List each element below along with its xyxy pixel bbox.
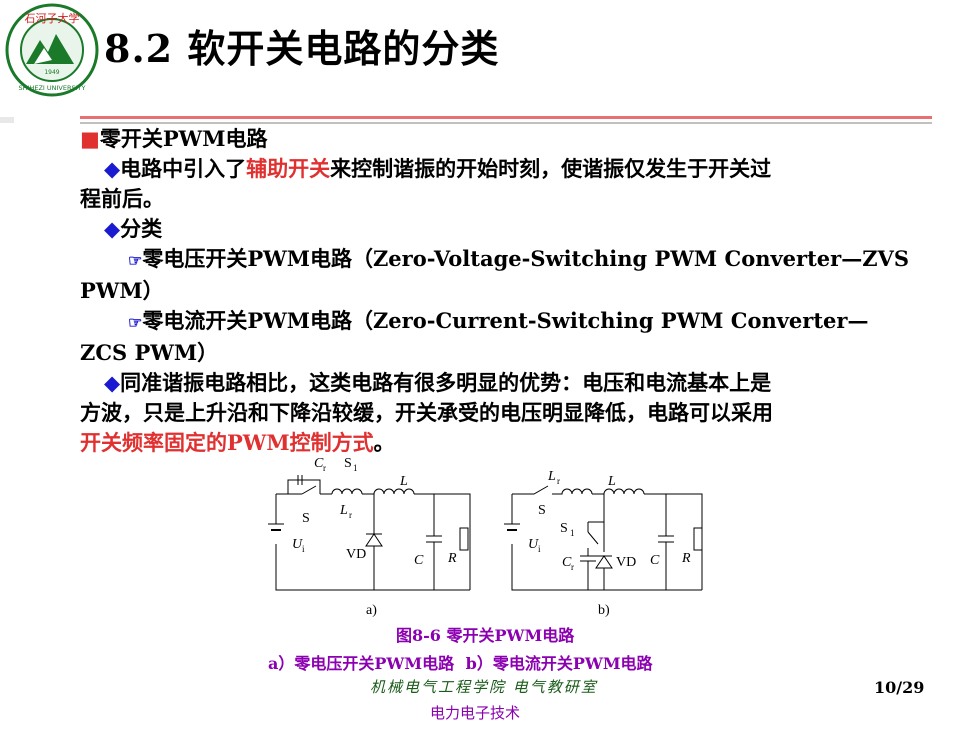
figure-a-label: a) xyxy=(366,603,377,618)
footer-department: 机械电气工程学院 电气教研室 xyxy=(370,678,598,696)
highlight-text: 辅助开关 xyxy=(246,156,331,181)
heading-line: ■零开关PWM电路 xyxy=(80,124,926,154)
square-bullet-icon: ■ xyxy=(80,126,100,151)
label-cr-sub: r xyxy=(323,463,326,473)
label-vd: VD xyxy=(616,555,636,570)
logo-ring-text: SHIHEZI UNIVERSITY xyxy=(19,84,86,92)
label-s1-sub: 1 xyxy=(353,463,358,473)
logo-top-text: 石河子大学 xyxy=(25,11,80,25)
text-run: 零电流开关PWM电路（Zero-Current-Switching PWM Co… xyxy=(142,308,869,333)
sub-bullet-line: ☞零电流开关PWM电路（Zero-Current-Switching PWM C… xyxy=(80,306,926,338)
label-lr: L xyxy=(339,503,348,518)
university-logo: 石河子大学 1949 SHIHEZI UNIVERSITY xyxy=(5,3,99,97)
figure-b-label: b) xyxy=(598,603,610,618)
label-cr: C xyxy=(562,555,572,570)
body-text: ■零开关PWM电路 ◆电路中引入了辅助开关来控制谐振的开始时刻，使谐振仅发生于开… xyxy=(80,124,926,458)
label-c: C xyxy=(650,553,660,568)
continuation-line: 开关频率固定的PWM控制方式。 xyxy=(80,428,926,458)
title-divider xyxy=(80,116,932,119)
label-ui: U xyxy=(292,537,303,552)
highlight-text: 开关频率固定的PWM控制方式 xyxy=(80,430,374,455)
label-lr-sub: r xyxy=(557,476,560,486)
footer-course: 电力电子技术 xyxy=(430,704,521,722)
label-s1-sub: 1 xyxy=(570,528,575,538)
label-s: S xyxy=(538,503,546,518)
section-heading: 零开关PWM电路 xyxy=(99,126,268,151)
continuation-line: 程前后。 xyxy=(80,186,164,211)
text-run: 来控制谐振的开始时刻，使谐振仅发生于开关过 xyxy=(330,156,772,181)
continuation-line: 方波，只是上升沿和下降沿较缓，开关承受的电压明显降低，电路可以采用 xyxy=(80,400,773,425)
bullet-line: ◆同准谐振电路相比，这类电路有很多明显的优势：电压和电流基本上是 xyxy=(80,368,926,398)
label-r: R xyxy=(447,551,457,566)
diamond-bullet-icon: ◆ xyxy=(104,156,121,181)
label-s: S xyxy=(302,511,310,526)
bullet-line: ◆电路中引入了辅助开关来控制谐振的开始时刻，使谐振仅发生于开关过 xyxy=(80,154,926,184)
label-r: R xyxy=(681,551,691,566)
label-l: L xyxy=(399,474,408,489)
text-run: 电路中引入了 xyxy=(120,156,247,181)
label-vd: VD xyxy=(346,547,366,562)
label-lr: L xyxy=(547,469,556,484)
label-ui: U xyxy=(528,537,539,552)
logo-year: 1949 xyxy=(44,69,59,76)
text-run: 同准谐振电路相比，这类电路有很多明显的优势：电压和电流基本上是 xyxy=(120,370,772,395)
label-lr-sub: r xyxy=(349,510,352,520)
circuit-figure: C r S 1 L L r S U i VD C R a) L r L S S … xyxy=(268,456,703,618)
text-run: 。 xyxy=(373,430,395,455)
pointing-hand-icon: ☞ xyxy=(128,313,143,332)
label-l: L xyxy=(607,474,616,489)
label-c: C xyxy=(414,553,424,568)
edge-marker xyxy=(0,117,14,123)
diamond-bullet-icon: ◆ xyxy=(104,216,121,241)
label-cr: C xyxy=(314,456,324,471)
label-s1: S xyxy=(560,521,568,536)
page-number: 10/29 xyxy=(874,678,925,697)
continuation-line: ZCS PWM） xyxy=(80,340,219,365)
bullet-line: ◆分类 xyxy=(80,214,926,244)
pointing-hand-icon: ☞ xyxy=(128,251,143,270)
text-run: 零电压开关PWM电路（Zero-Voltage-Switching PWM Co… xyxy=(142,246,910,271)
label-ui-sub: i xyxy=(302,544,305,554)
figure-subcaption: a）零电压开关PWM电路 b）零电流开关PWM电路 xyxy=(268,654,653,673)
continuation-line: PWM） xyxy=(80,278,164,303)
page-title: 8.2 软开关电路的分类 xyxy=(104,26,500,71)
text-run: 分类 xyxy=(120,216,163,241)
label-ui-sub: i xyxy=(538,544,541,554)
figure-caption: 图8-6 零开关PWM电路 xyxy=(396,626,575,645)
diamond-bullet-icon: ◆ xyxy=(104,370,121,395)
sub-bullet-line: ☞零电压开关PWM电路（Zero-Voltage-Switching PWM C… xyxy=(80,244,926,276)
label-s1: S xyxy=(344,456,352,471)
title-divider-shadow xyxy=(80,122,932,124)
label-cr-sub: r xyxy=(571,562,574,572)
